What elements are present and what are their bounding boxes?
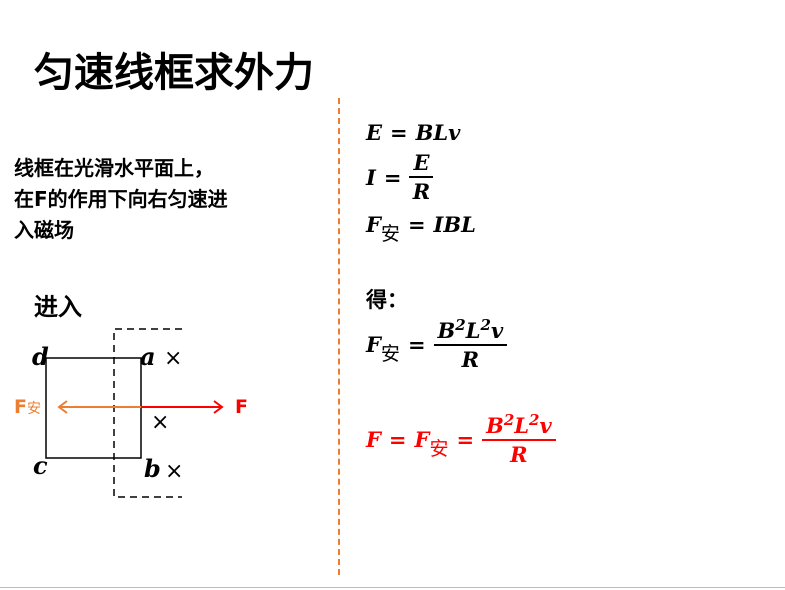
column-divider — [338, 98, 340, 575]
description-line: 线框在光滑水平面上， — [14, 156, 214, 180]
corner-label-b: b — [144, 454, 161, 483]
description-line: 在F的作用下向右匀速进 — [14, 187, 228, 211]
footer-rule — [0, 587, 785, 588]
corner-label-a: a — [140, 342, 156, 371]
problem-description: 线框在光滑水平面上， 在F的作用下向右匀速进 入磁场 — [14, 153, 228, 246]
ampere-force-label: F安 — [14, 396, 41, 418]
diagram-heading: 进入 — [34, 293, 82, 321]
page-title: 匀速线框求外力 — [34, 50, 314, 96]
field-into-page-icon: × — [164, 346, 183, 371]
field-into-page-icon: × — [165, 459, 184, 484]
description-line: 入磁场 — [14, 218, 74, 242]
therefore-label: 得： — [366, 288, 408, 312]
frame-diagram — [45, 328, 224, 498]
field-into-page-icon: × — [151, 410, 170, 435]
magnetic-field-boundary — [113, 328, 182, 498]
equation-emf: E=BLv — [366, 120, 461, 145]
applied-force-label: F — [235, 396, 248, 418]
corner-label-c: c — [33, 451, 48, 480]
corner-label-d: d — [32, 342, 49, 371]
